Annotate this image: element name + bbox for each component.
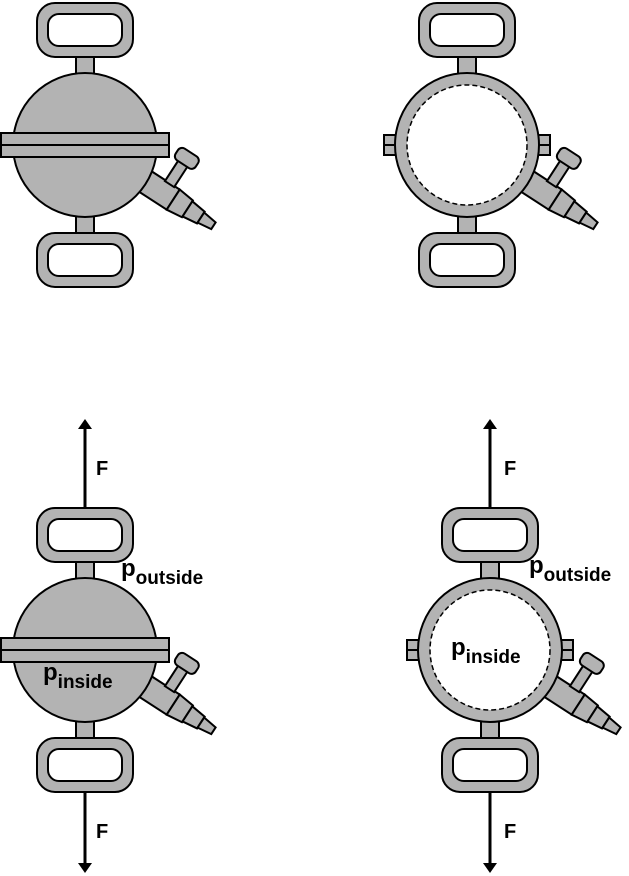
apparatus-filled-top-left [1,3,240,287]
pressure-outside-label-right: poutside [529,552,611,586]
apparatus-filled-bottom-left [1,508,240,792]
force-label-up-left: F [96,458,108,480]
pressure-inside-label-left: pinside [43,659,113,693]
force-label-up-right: F [504,458,516,480]
pressure-outside-label-left: poutside [121,555,203,589]
apparatus-evacuated-top-right [384,3,622,287]
force-label-down-left: F [96,821,108,843]
force-label-down-right: F [504,821,516,843]
pressure-inside-label-right: pinside [451,634,521,668]
